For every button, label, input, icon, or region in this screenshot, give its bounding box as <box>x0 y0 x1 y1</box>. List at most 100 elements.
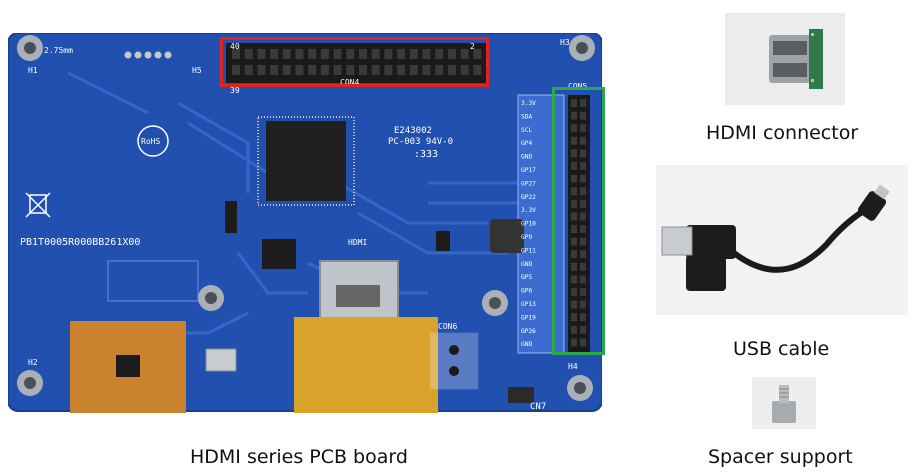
right-header-pin <box>571 212 577 221</box>
hdmi-silk-label: HDMI <box>348 238 367 247</box>
header-pin <box>359 49 367 59</box>
mounting-hole-br <box>567 375 593 401</box>
header-pin <box>308 49 317 59</box>
usb-cable-image <box>656 165 908 315</box>
gpio-label: GP17 <box>521 167 536 174</box>
header-pin <box>359 65 367 75</box>
gpio-label: GP13 <box>521 301 536 308</box>
con4-label: CON4 <box>340 78 359 87</box>
right-header-pin <box>580 174 586 183</box>
cert-line-1: E243002 <box>394 126 432 136</box>
gpio-label: GP9 <box>521 234 532 241</box>
header-pin <box>282 49 291 59</box>
right-header-pin <box>571 237 577 246</box>
right-header-pin <box>580 99 586 107</box>
spacer-support-image <box>752 377 816 429</box>
header-pin <box>473 65 482 75</box>
right-header-pin <box>571 111 577 120</box>
header-pin <box>346 65 355 75</box>
hdmi-connector-image <box>725 13 845 105</box>
right-header-pin <box>571 275 577 284</box>
serial-number: PB1T0005R000BB261X00 <box>20 237 140 248</box>
right-header-pin <box>571 262 577 271</box>
right-header-pin <box>580 136 586 145</box>
header-pin <box>320 65 329 75</box>
header-pin <box>270 65 279 75</box>
caption-pcb-board: HDMI series PCB board <box>190 446 408 468</box>
right-header-pin <box>571 199 577 208</box>
rohs-text: RoHS <box>141 137 160 146</box>
gpio-label: SDA <box>521 113 532 120</box>
header-pin <box>384 49 393 59</box>
right-header-pin <box>571 300 577 309</box>
gpio-label: GP10 <box>521 221 536 228</box>
right-header-pin <box>571 338 577 347</box>
small-ic-chip <box>262 239 296 269</box>
mounting-hole-bl <box>17 370 43 396</box>
h1-label: H1 <box>28 66 38 75</box>
h2-label: H2 <box>28 358 38 367</box>
right-header-pin <box>580 162 586 170</box>
top-jumper-pads <box>124 51 172 59</box>
right-header-pin <box>571 174 577 183</box>
right-header-pin <box>571 313 577 322</box>
right-header-pin <box>571 162 577 170</box>
header-pin <box>282 65 291 75</box>
header-pin <box>232 49 240 59</box>
header-pin <box>473 49 482 59</box>
header-pin <box>384 65 393 75</box>
mounting-hole-ml <box>198 285 224 311</box>
header-pin <box>397 49 406 59</box>
cn7-label: CN7 <box>530 402 546 412</box>
right-header-pin <box>571 99 577 107</box>
right-header-pin <box>580 124 586 133</box>
right-header-pin <box>580 300 586 309</box>
right-header-pin <box>580 225 586 233</box>
header-pin <box>422 65 431 75</box>
header-pin <box>460 49 469 59</box>
right-header-pin <box>571 136 577 145</box>
gpio-label: GP22 <box>521 194 536 201</box>
gpio-label: GP5 <box>521 274 532 281</box>
mounting-hole-mr <box>482 290 508 316</box>
right-header-pin <box>580 111 586 120</box>
header-pin <box>232 65 240 75</box>
right-header-pin <box>580 262 586 271</box>
right-header-pin <box>571 325 577 334</box>
header-pin <box>435 49 444 59</box>
header-pin <box>244 65 253 75</box>
right-header-pin <box>580 237 586 246</box>
header-pin <box>257 49 266 59</box>
con6-label: CON6 <box>438 322 457 331</box>
right-header-pin <box>580 250 586 259</box>
cert-line-3: :333 <box>414 149 438 160</box>
weee-bin-icon <box>25 192 51 218</box>
gpio-label: 3.3V <box>521 207 536 214</box>
caption-usb-cable: USB cable <box>733 338 830 360</box>
header-pin <box>308 65 317 75</box>
h4-label: H4 <box>568 362 578 371</box>
header-pin <box>333 65 342 75</box>
right-header-pin <box>580 199 586 208</box>
cn7-connector <box>508 387 534 403</box>
right-header-pin <box>580 325 586 334</box>
highlight-top-header <box>220 37 489 87</box>
right-header-pin <box>580 275 586 284</box>
mounting-hole-tr <box>569 35 595 61</box>
cert-line-2: PC-003 94V-0 <box>388 137 453 147</box>
gpio-label: SCL <box>521 127 532 134</box>
gpio-label: GP19 <box>521 314 536 321</box>
header-pin <box>435 65 444 75</box>
caption-spacer-support: Spacer support <box>708 446 853 468</box>
header-pin <box>371 65 380 75</box>
fpc-ribbon <box>294 317 438 413</box>
gpio-label-table <box>517 94 565 354</box>
right-header-pin <box>580 212 586 221</box>
small-ic-chip-2 <box>225 201 237 233</box>
header-pin <box>371 49 380 59</box>
header-pin <box>409 49 418 59</box>
header-pin <box>447 65 456 75</box>
header-pin <box>422 49 431 59</box>
small-ic-chip-3 <box>436 231 450 251</box>
con6-block <box>429 332 479 390</box>
